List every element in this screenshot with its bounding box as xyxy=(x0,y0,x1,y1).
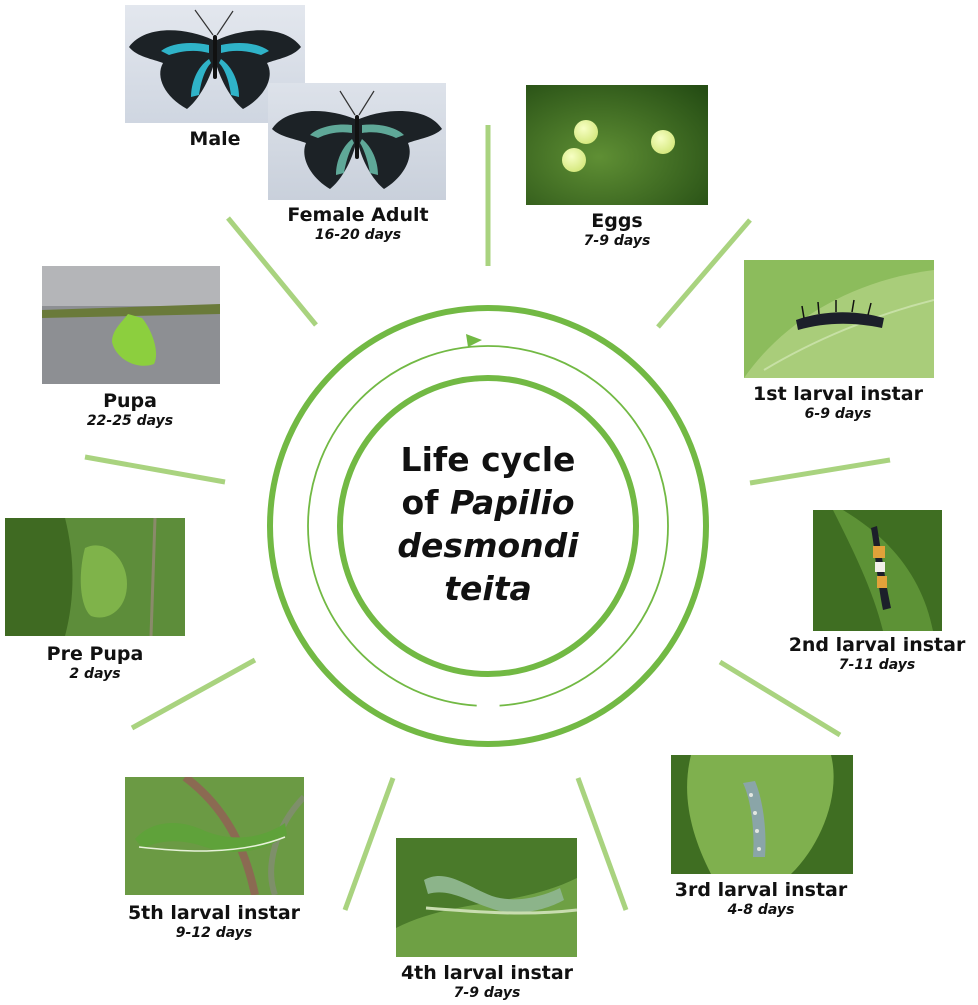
stage-name: Eggs xyxy=(584,210,651,232)
stage-name: 4th larval instar xyxy=(401,962,573,984)
female-butterfly-photo xyxy=(268,83,446,200)
eggs-photo xyxy=(526,85,708,205)
stage-label-instar2: 2nd larval instar 7-11 days xyxy=(789,634,966,674)
stage-name: 2nd larval instar xyxy=(789,634,966,656)
stage-label-pupa: Pupa 22-25 days xyxy=(87,390,173,430)
stage-name: 3rd larval instar xyxy=(675,879,847,901)
spoke-instar4-right xyxy=(578,778,626,910)
stage-duration: 7-9 days xyxy=(584,232,651,250)
spoke-instar2 xyxy=(750,460,890,483)
title-genus: Papilio xyxy=(450,483,575,522)
third-instar-caterpillar-photo xyxy=(671,755,853,874)
stage-label-eggs: Eggs 7-9 days xyxy=(584,210,651,250)
stage-name: 1st larval instar xyxy=(753,383,923,405)
stage-duration: 2 days xyxy=(47,665,144,683)
title-species: desmondi xyxy=(353,524,623,567)
stage-name: Pupa xyxy=(87,390,173,412)
stage-label-male: Male xyxy=(189,128,240,150)
stage-label-instar4: 4th larval instar 7-9 days xyxy=(401,962,573,1002)
spoke-instar5 xyxy=(132,660,255,728)
spoke-instar1 xyxy=(658,220,750,327)
stage-label-female: Female Adult 16-20 days xyxy=(287,204,428,244)
stage-duration: 22-25 days xyxy=(87,412,173,430)
fifth-instar-caterpillar-photo xyxy=(125,777,304,895)
title-line-1: Life cycle xyxy=(353,438,623,481)
fourth-instar-caterpillar-photo xyxy=(396,838,577,957)
stage-name: Female Adult xyxy=(287,204,428,226)
stage-name: 5th larval instar xyxy=(128,902,300,924)
spoke-prepupa xyxy=(85,457,225,482)
stage-duration: 7-9 days xyxy=(401,984,573,1002)
stage-duration: 7-11 days xyxy=(789,656,966,674)
title-line-2: of Papilio xyxy=(353,481,623,524)
stage-label-prepupa: Pre Pupa 2 days xyxy=(47,643,144,683)
cycle-arrow-icon xyxy=(466,334,482,347)
stage-duration: 6-9 days xyxy=(753,405,923,423)
stage-label-instar1: 1st larval instar 6-9 days xyxy=(753,383,923,423)
pre-pupa-photo xyxy=(5,518,185,636)
stage-duration: 16-20 days xyxy=(287,226,428,244)
diagram-title: Life cycle of Papilio desmondi teita xyxy=(353,438,623,610)
stage-name: Male xyxy=(189,128,240,150)
first-instar-caterpillar-photo xyxy=(744,260,934,378)
title-subspecies: teita xyxy=(353,567,623,610)
stage-duration: 9-12 days xyxy=(128,924,300,942)
second-instar-caterpillar-photo xyxy=(813,510,942,631)
stage-label-instar5: 5th larval instar 9-12 days xyxy=(128,902,300,942)
spoke-instar4-left xyxy=(345,778,393,910)
title-line-2-prefix: of xyxy=(401,483,450,522)
stage-name: Pre Pupa xyxy=(47,643,144,665)
stage-duration: 4-8 days xyxy=(675,901,847,919)
stage-label-instar3: 3rd larval instar 4-8 days xyxy=(675,879,847,919)
pupa-photo xyxy=(42,266,220,384)
